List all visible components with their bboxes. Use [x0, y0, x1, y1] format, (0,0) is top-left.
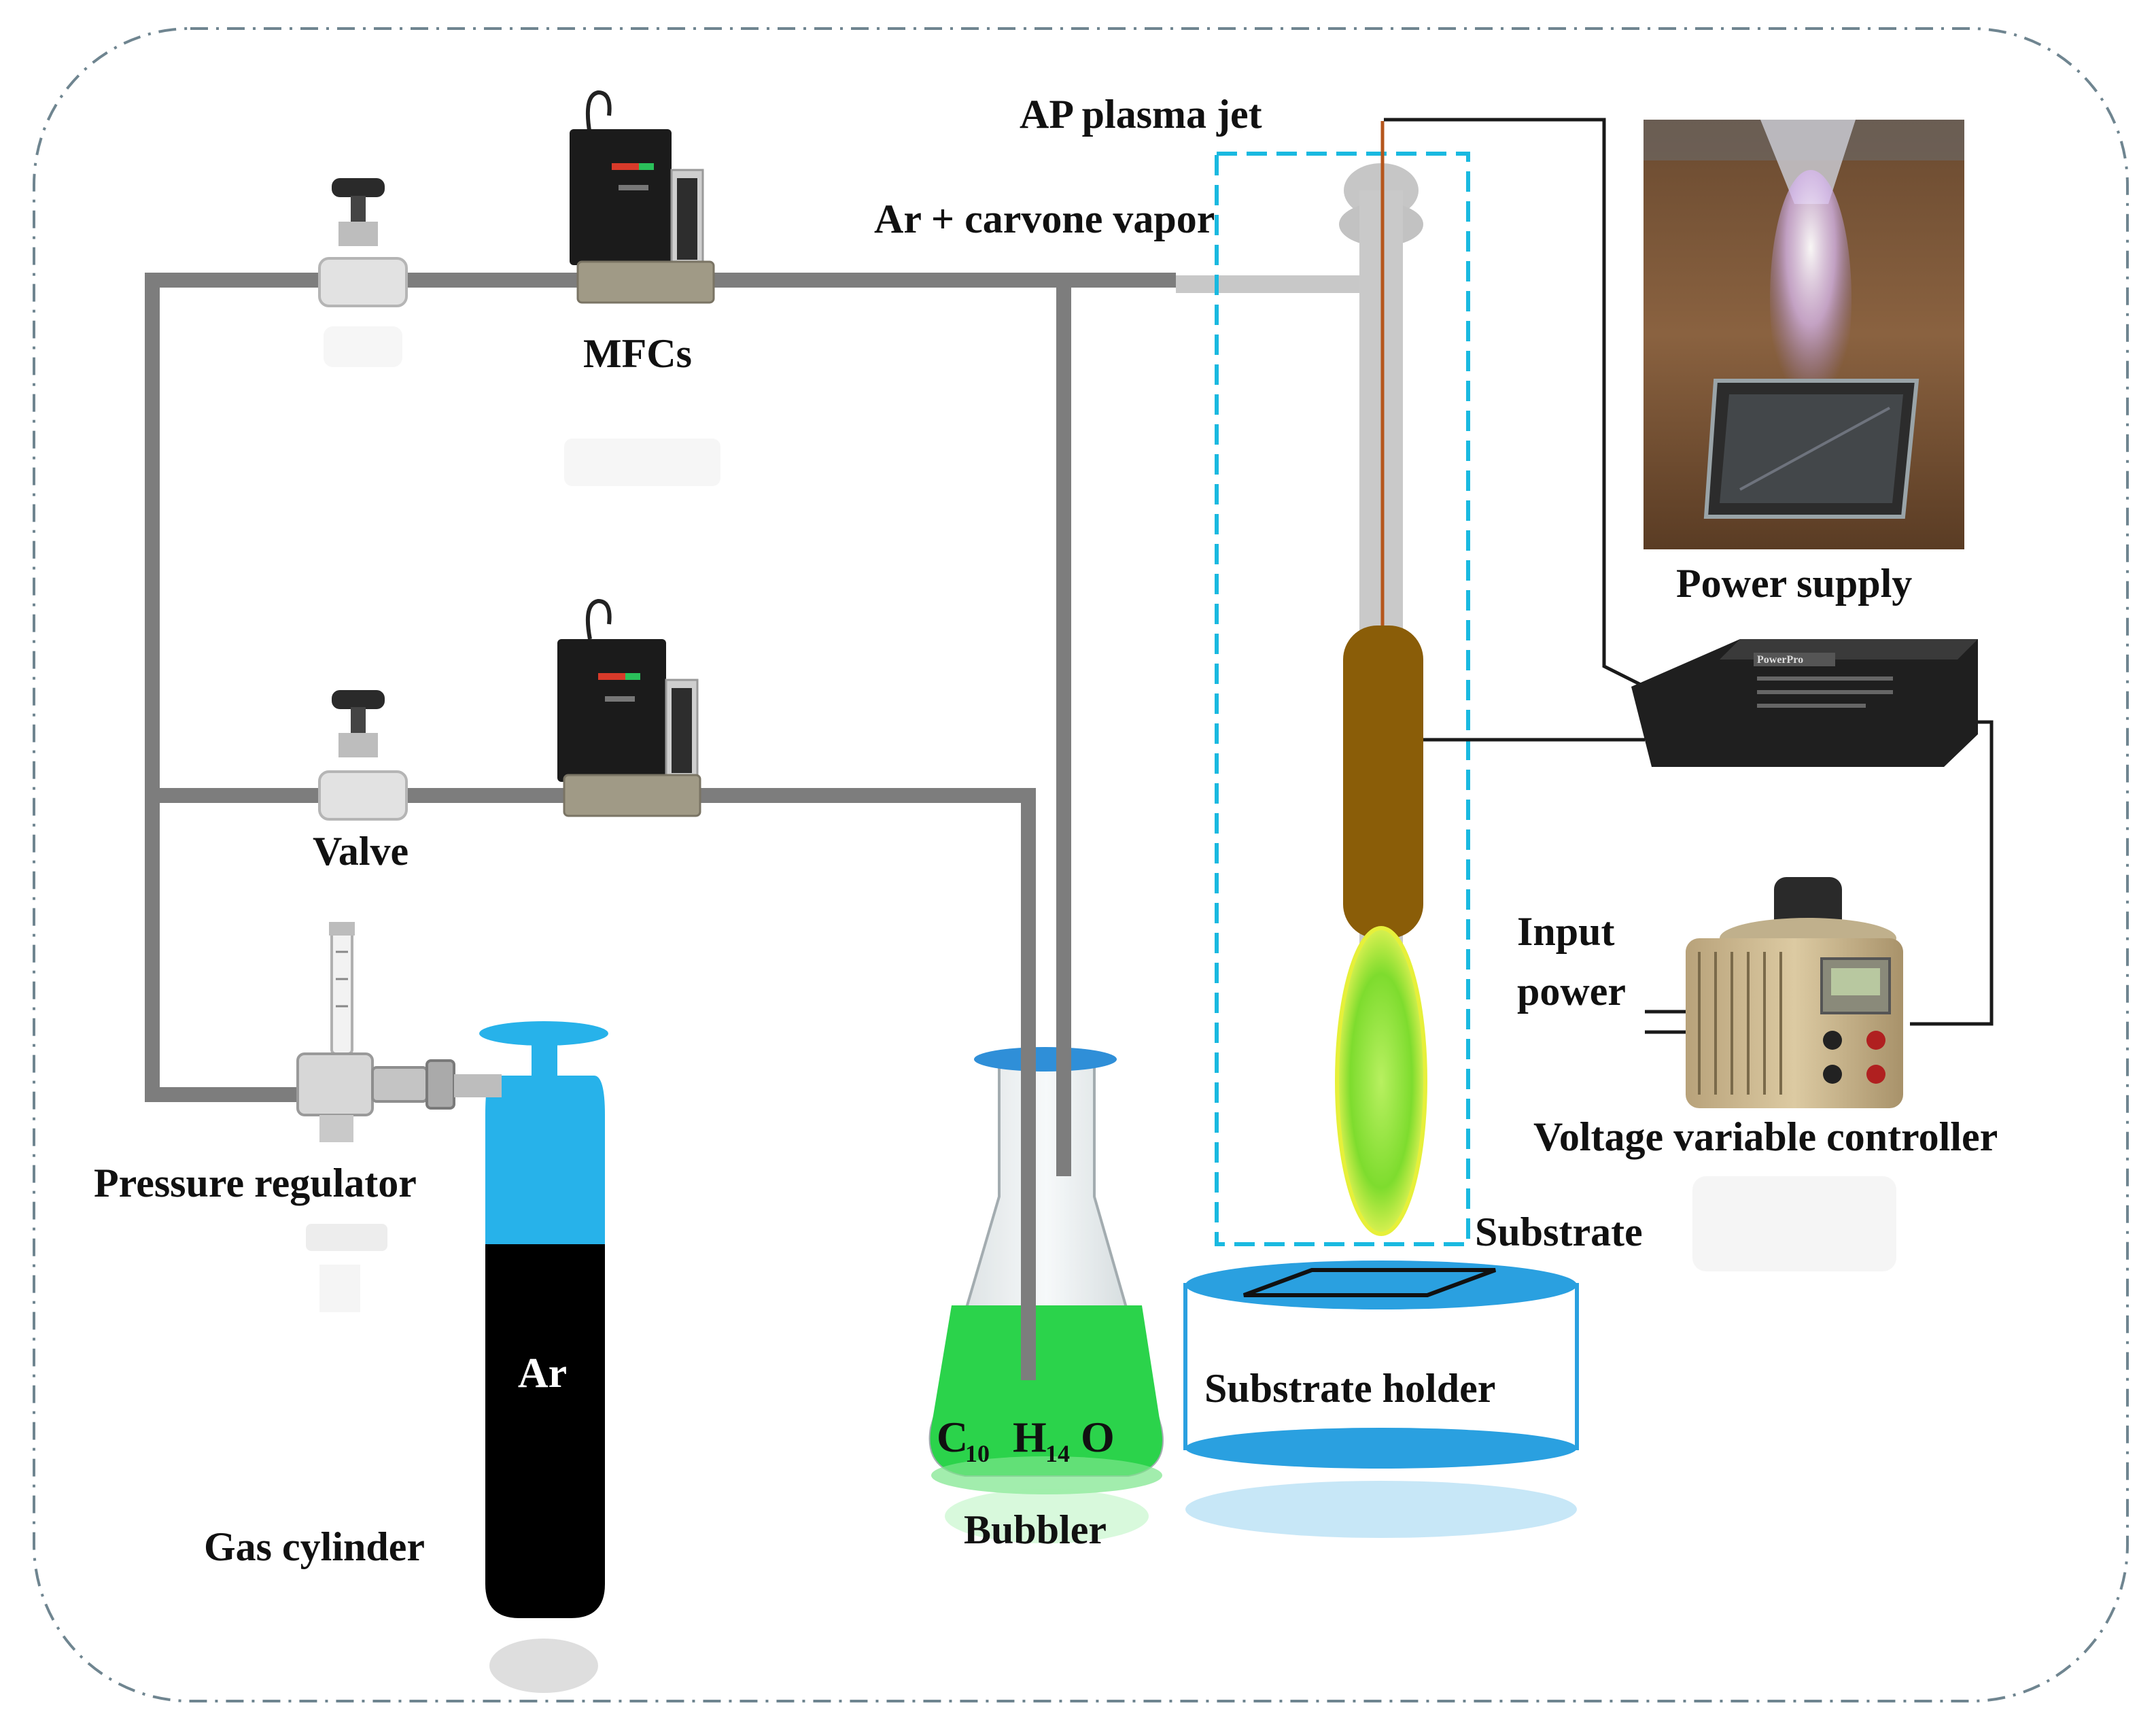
power-supply-label: Power supply: [1676, 561, 1912, 606]
svg-text:O: O: [1081, 1413, 1115, 1461]
ap-plasma-jet-label: AP plasma jet: [1020, 92, 1262, 137]
mass-flow-controller-icon: [564, 90, 720, 486]
plasma-jet-photo: [1644, 120, 1964, 549]
substrate-label: Substrate: [1475, 1210, 1643, 1254]
needle-valve-icon: [318, 690, 408, 821]
substrate-holder: [1183, 1261, 1579, 1538]
input-power-label: Input: [1517, 909, 1614, 954]
mass-flow-controller-icon: [557, 598, 701, 817]
bubbler-flask: [928, 795, 1164, 1543]
svg-text:10: 10: [965, 1440, 990, 1467]
electrical-wires: [1384, 118, 1994, 1034]
plasma-jet-tube: [1335, 121, 1427, 1236]
diagram-frame: [33, 27, 2129, 1702]
power-supply-icon: PowerPro: [1631, 639, 1978, 767]
substrate-holder-label: Substrate holder: [1204, 1366, 1495, 1411]
carvone-formula: C 10 H 14 O: [937, 1413, 1115, 1467]
needle-valve-icon: [318, 178, 408, 367]
voltage-controller-label: Voltage variable controller: [1533, 1114, 1998, 1159]
ar-carvone-vapor-label: Ar + carvone vapor: [874, 196, 1215, 241]
cylinder-gas-label: Ar: [518, 1350, 567, 1396]
svg-text:H: H: [1013, 1413, 1047, 1461]
svg-text:C: C: [937, 1413, 968, 1461]
mfcs-label: MFCs: [583, 331, 692, 376]
svg-text:PowerPro: PowerPro: [1757, 654, 1803, 666]
pressure-regulator-label: Pressure regulator: [94, 1161, 417, 1205]
svg-text:14: 14: [1045, 1440, 1070, 1467]
variac-controller-icon: [1686, 877, 1903, 1271]
valve-label: Valve: [313, 829, 408, 874]
plasma-jet-box: [1215, 152, 1470, 1246]
bubbler-label: Bubbler: [964, 1507, 1107, 1552]
gas-cylinder: Ar: [479, 1021, 608, 1693]
pressure-regulator-icon: [296, 922, 502, 1312]
gas-cylinder-label: Gas cylinder: [204, 1524, 425, 1569]
input-power-label-line2: power: [1517, 969, 1626, 1014]
